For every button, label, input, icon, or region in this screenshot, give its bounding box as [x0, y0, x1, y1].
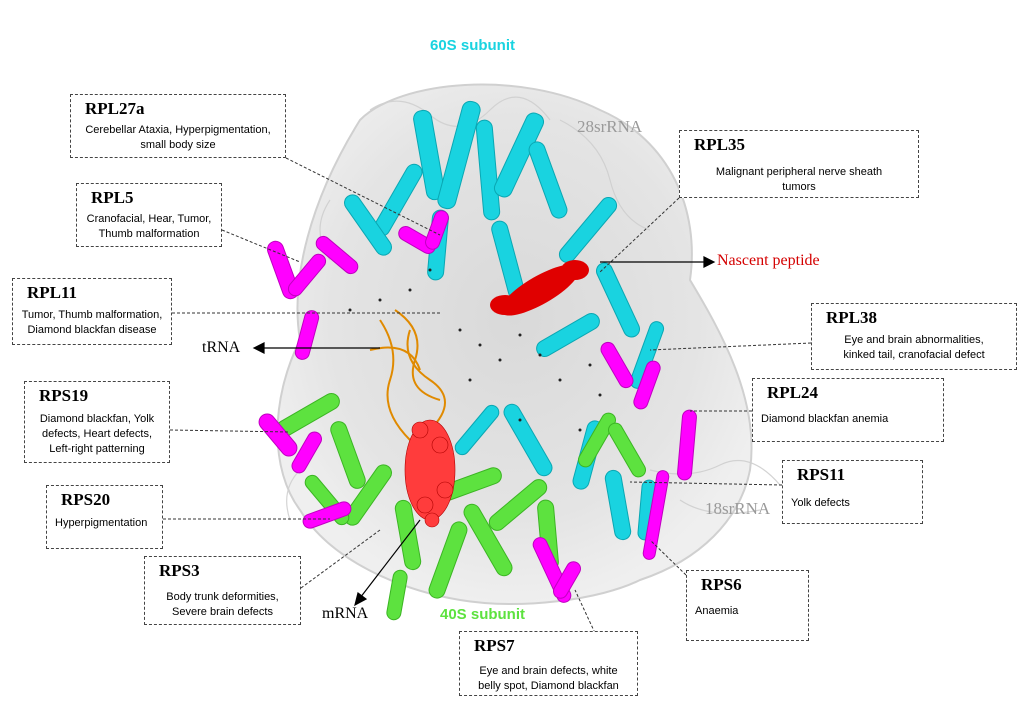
protein-name: RPS19: [39, 386, 89, 405]
phenotype-text: Diamond blackfan anemia: [761, 413, 889, 425]
protein-name: RPS7: [474, 636, 515, 655]
annotation-rps3: RPS3 Body trunk deformities, Severe brai…: [144, 556, 301, 625]
large-rrna-label: 28srRNA: [577, 117, 643, 136]
phenotype-text: Thumb malformation: [98, 228, 200, 240]
phenotype-text: Anaemia: [695, 605, 739, 617]
nascent-peptide-structure: [490, 260, 589, 316]
protein-name: RPL35: [694, 135, 745, 154]
phenotype-text: Body trunk deformities,: [166, 591, 279, 603]
protein-name: RPS20: [61, 490, 111, 509]
nascent-peptide-label: Nascent peptide: [717, 252, 820, 269]
protein-name: RPL11: [27, 283, 78, 302]
phenotype-text: Malignant peripheral nerve sheath: [715, 166, 883, 178]
protein-name: RPL5: [91, 188, 134, 207]
mrna-label: mRNA: [322, 605, 369, 622]
phenotype-text: Eye and brain defects, white: [479, 665, 618, 677]
phenotype-text: Tumor, Thumb malformation,: [21, 309, 163, 321]
phenotype-text: Eye and brain abnormalities,: [844, 334, 984, 346]
annotation-rps11: RPS11 Yolk defects: [782, 460, 923, 524]
disease-proteins: [258, 210, 697, 603]
annotation-rpl11: RPL11 Tumor, Thumb malformation, Diamond…: [12, 278, 172, 345]
phenotype-text: small body size: [140, 139, 216, 151]
phenotype-text: Cranofacial, Hear, Tumor,: [86, 213, 212, 225]
annotation-rps19: RPS19 Diamond blackfan, Yolk defects, He…: [24, 381, 170, 463]
protein-name: RPL24: [767, 383, 818, 402]
annotation-rpl38: RPL38 Eye and brain abnormalities, kinke…: [811, 303, 1017, 370]
annotation-rpl24: RPL24 Diamond blackfan anemia: [752, 378, 944, 442]
trna-label: tRNA: [202, 339, 241, 356]
phenotype-text: Yolk defects: [791, 497, 850, 509]
annotation-rpl35: RPL35 Malignant peripheral nerve sheath …: [679, 130, 919, 198]
phenotype-text: Severe brain defects: [172, 606, 273, 618]
large-subunit-label: 60S subunit: [430, 37, 516, 54]
annotation-rps20: RPS20 Hyperpigmentation: [46, 485, 163, 549]
phenotype-text: Cerebellar Ataxia, Hyperpigmentation,: [85, 124, 271, 136]
phenotype-text: belly spot, Diamond blackfan: [478, 680, 619, 692]
large-subunit-proteins: [344, 100, 665, 541]
protein-name: RPS6: [701, 575, 742, 594]
protein-name: RPL38: [826, 308, 877, 327]
annotation-rps6: RPS6 Anaemia: [686, 570, 809, 641]
small-subunit-label: 40S subunit: [440, 606, 526, 623]
leader-lines: [163, 157, 812, 634]
protein-name: RPS3: [159, 561, 200, 580]
small-rrna-label: 18srRNA: [705, 499, 771, 518]
ion-dots: [348, 268, 602, 432]
pointer-arrows: [252, 256, 716, 607]
phenotype-text: defects, Heart defects,: [41, 428, 153, 440]
phenotype-text: kinked tail, cranofacial defect: [843, 349, 985, 361]
phenotype-text: Diamond blackfan, Yolk: [39, 413, 155, 425]
annotation-rps7: RPS7 Eye and brain defects, white belly …: [459, 631, 638, 696]
phenotype-text: Diamond blackfan disease: [27, 324, 157, 336]
phenotype-text: Hyperpigmentation: [55, 517, 148, 529]
protein-name: RPS11: [797, 465, 846, 484]
phenotype-text: tumors: [782, 181, 816, 193]
phenotype-text: Left-right patterning: [49, 443, 145, 455]
annotation-rpl27a: RPL27a Cerebellar Ataxia, Hyperpigmentat…: [70, 94, 286, 158]
mrna-structure: [404, 419, 456, 528]
protein-name: RPL27a: [85, 99, 145, 118]
annotation-rpl5: RPL5 Cranofacial, Hear, Tumor, Thumb mal…: [76, 183, 222, 247]
